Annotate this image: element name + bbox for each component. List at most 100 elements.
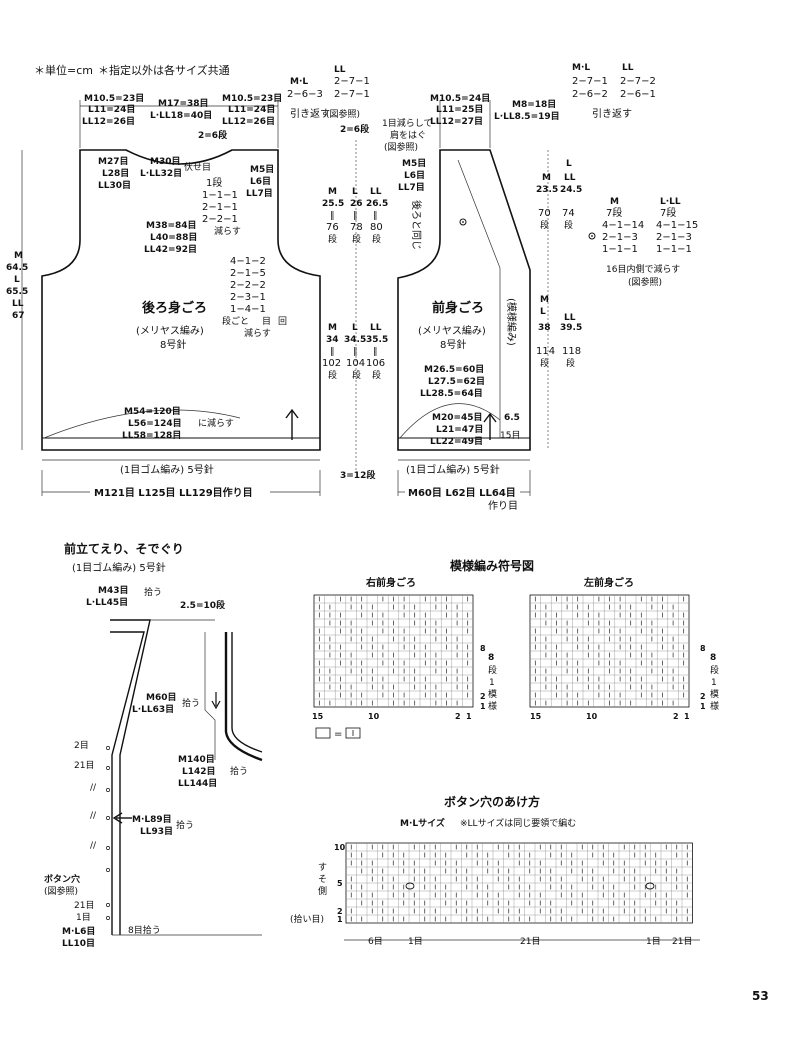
front-vneck-note: 16目内側で減らす xyxy=(606,263,680,275)
band-pick-neck: 拾う xyxy=(182,697,200,709)
back-neck-bind-1: M30目 xyxy=(150,156,180,167)
front-needle: 8号針 xyxy=(440,338,466,351)
front-rib-label: (1目ゴム編み) 5号針 xyxy=(406,463,500,476)
back-pull-back: 引き返す xyxy=(290,108,330,120)
chart-left-rep-3: 1 xyxy=(711,678,717,688)
front-arm-1: M5目 xyxy=(402,158,426,169)
back-width-bottom-3: LL58=128目 xyxy=(122,430,181,441)
back-neck-1: M27目 xyxy=(98,156,128,167)
front-neck-top-2: L·LL8.5=19目 xyxy=(494,111,560,122)
chart-left-row-8: 8 xyxy=(700,644,706,653)
front-rc3-3: 38 xyxy=(538,323,551,333)
front-six5: 6.5 xyxy=(504,413,520,423)
front-stitch: (メリヤス編み) xyxy=(418,324,486,337)
back-height-1: M xyxy=(14,251,23,261)
front-seq-ml-2: 2−6−2 xyxy=(572,89,608,100)
front-rc4-2: 39.5 xyxy=(560,323,582,333)
buttonhole-section: ボタン穴のあけ方 M·Lサイズ ※LLサイズは同じ要領で編む す そ 側 10 … xyxy=(290,794,700,947)
back-side-dec-5: 1−4−1 xyxy=(230,304,266,315)
back-width-mid-2: L40=88目 xyxy=(150,232,197,243)
middle-dimension-columns: 2=6段 M L LL 25.5 26 26.5 ‖ ‖ ‖ 76 78 80 … xyxy=(322,123,388,481)
buttonhole-dot xyxy=(106,868,110,872)
front-rc1-1: M xyxy=(542,173,551,183)
band-left-1: 2目 xyxy=(74,740,89,751)
back-bind-off: 伏せ目 xyxy=(184,161,211,173)
back-width-mid-1: M38=84目 xyxy=(146,220,197,231)
front-vneck-lll-3: 4−1−15 xyxy=(656,220,698,231)
mid-bot-dan-ll: 106 xyxy=(366,358,385,369)
buttonhole-title: ボタン穴のあけ方 xyxy=(444,794,540,809)
front-cast-on: M60目 L62目 LL64目 xyxy=(408,487,516,499)
bh-pick-row: (拾い目) xyxy=(290,913,324,925)
chart-left-row-2: 2 xyxy=(700,692,706,701)
back-arm-1: M5目 xyxy=(250,164,274,175)
back-side-a-3: LL12=26目 xyxy=(82,116,135,127)
bh-row-5: 5 xyxy=(337,879,343,888)
front-rc3-2: L xyxy=(540,307,546,317)
mid-top-dan-m: 76 xyxy=(326,222,339,233)
front-rc1-2: 23.5 xyxy=(536,185,558,195)
back-me: 目 xyxy=(262,316,271,327)
back-rib-label: (1目ゴム編み) 5号針 xyxy=(120,463,214,476)
bh-bottom-4: 1目 xyxy=(646,936,661,947)
chart-right-rep-4: 模 xyxy=(488,689,497,700)
mid-top-dan-l: 78 xyxy=(350,222,363,233)
front-ll: LL xyxy=(622,63,634,73)
front-title: 前身ごろ xyxy=(432,300,484,316)
front-width-mid-1: M26.5=60目 xyxy=(424,364,484,375)
chart-right-row-8: 8 xyxy=(480,644,486,653)
back-side-b-1: M10.5=23目 xyxy=(222,93,282,104)
bh-side-2: そ xyxy=(318,874,327,885)
mid-bot-dan-l: 104 xyxy=(346,358,365,369)
chart-left-title: 左前身ごろ xyxy=(583,576,634,589)
back-seq-ml-1: 2−7−1 xyxy=(334,76,370,87)
front-seq-ll-1: 2−7−2 xyxy=(620,76,656,87)
back-side-a-2: L11=24目 xyxy=(88,104,135,115)
back-side-b-3: LL12=26目 xyxy=(222,116,275,127)
front-fifteen: 15目 xyxy=(500,430,520,441)
mid-bot-size-m: M xyxy=(328,323,337,333)
back-dec-label: 減らす xyxy=(214,225,241,237)
back-title: 後ろ身ごろ xyxy=(142,300,207,316)
band-neck-2: L·LL63目 xyxy=(132,704,174,715)
mid-bot-size-ll: LL xyxy=(370,323,382,333)
chart-right-col-2: 2 xyxy=(455,712,461,721)
front-vneck-m-2: 7段 xyxy=(606,206,622,219)
bh-side-3: 側 xyxy=(318,885,327,897)
front-arm-3: LL7目 xyxy=(398,182,425,193)
front-width-bottom-2: L21=47目 xyxy=(436,424,483,435)
front-ref-fig: (図参照) xyxy=(384,141,418,153)
mid-bot-size-l: L xyxy=(352,323,358,333)
front-rc4-1: LL xyxy=(564,313,576,323)
back-ref-fig: (図参照) xyxy=(326,108,360,120)
front-same-as-back: 後ろと同じ xyxy=(410,200,423,250)
front-rc4-4: 段 xyxy=(566,357,575,369)
chart-right-rep-1: 8 xyxy=(488,653,494,663)
chart-right-grid xyxy=(313,594,474,708)
mid-bot-eq-ll: ‖ xyxy=(373,347,378,357)
front-rc2-3: 24.5 xyxy=(560,185,582,195)
back-two-6: 2=6段 xyxy=(198,129,228,141)
buttonhole-size: M·Lサイズ xyxy=(400,817,445,829)
front-arm-2: L6目 xyxy=(404,170,425,181)
back-height-5: LL xyxy=(12,299,24,309)
mid-two-6: 2=6段 xyxy=(340,123,370,135)
back-size-ml: M·L xyxy=(290,77,308,87)
front-rc2-2: LL xyxy=(564,173,576,183)
band-buttonhole-markers xyxy=(106,746,110,920)
front-rc4-3: 118 xyxy=(562,346,581,357)
chart-right-row-2: 2 xyxy=(480,692,486,701)
back-cast-on: M121目 L125目 LL129目作り目 xyxy=(94,486,253,499)
pattern-charts: 模様編み符号図 右前身ごろ 左前身ごろ 8 2 1 8 段 1 模 様 8 2 … xyxy=(312,558,719,740)
mid-bot-cm-ll: 35.5 xyxy=(366,335,388,345)
band-bottom-3: M·L6目 xyxy=(62,926,95,937)
back-side-a-1: M10.5=23目 xyxy=(84,93,144,104)
back-neck-2: L28目 xyxy=(102,168,129,179)
band-top-2: L·LL45目 xyxy=(86,597,128,608)
band-left-5: // xyxy=(90,841,97,851)
back-width-mid-3: LL42=92目 xyxy=(144,244,197,255)
mid-bot-dan-label-l: 段 xyxy=(352,369,361,381)
back-neck-3: LL30目 xyxy=(98,180,131,191)
front-width-bottom-3: LL22=49目 xyxy=(430,436,483,447)
